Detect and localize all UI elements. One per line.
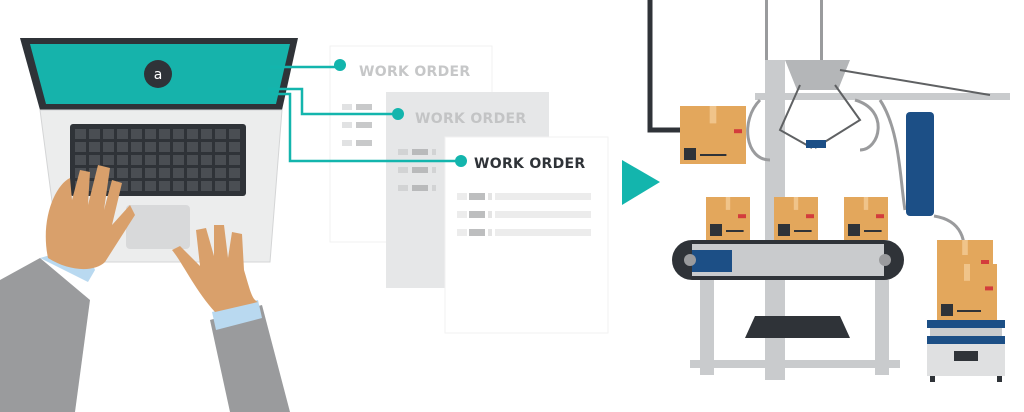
work-order-label-2: WORK ORDER	[415, 111, 527, 127]
connector-dot-1	[334, 59, 346, 71]
keyboard-key	[173, 155, 184, 165]
keyboard-key	[215, 129, 226, 139]
keyboard-key	[117, 129, 128, 139]
play-arrow-icon	[622, 160, 660, 205]
connector-dot-2	[392, 108, 404, 120]
keyboard-key	[173, 168, 184, 178]
keyboard-key	[215, 181, 226, 191]
keyboard-key	[103, 181, 114, 191]
keyboard-key	[159, 142, 170, 152]
keyboard-key	[131, 168, 142, 178]
keyboard-key	[201, 155, 212, 165]
keyboard-key	[75, 142, 86, 152]
keyboard-key	[159, 181, 170, 191]
keyboard-key	[173, 181, 184, 191]
keyboard-key	[159, 168, 170, 178]
keyboard-key	[201, 129, 212, 139]
frame-beam	[755, 93, 1010, 100]
connector-dot-3	[455, 155, 467, 167]
touchpad	[126, 205, 190, 249]
right-hand	[172, 225, 258, 312]
keyboard-key	[117, 155, 128, 165]
keyboard-key	[215, 155, 226, 165]
keyboard-key	[75, 155, 86, 165]
keyboard-key	[75, 129, 86, 139]
keyboard-key	[159, 129, 170, 139]
keyboard-key	[229, 168, 240, 178]
keyboard-key	[145, 155, 156, 165]
work-order-documents	[329, 45, 609, 334]
left-hand	[45, 165, 136, 270]
keyboard-key	[89, 129, 100, 139]
packaging-machine	[647, 0, 1010, 382]
keyboard-key	[215, 168, 226, 178]
scale-display	[954, 351, 978, 361]
keyboard-key	[187, 168, 198, 178]
keyboard-key	[117, 142, 128, 152]
keyboard-key	[103, 142, 114, 152]
keyboard-key	[89, 155, 100, 165]
keyboard-key	[229, 181, 240, 191]
keyboard-key	[145, 129, 156, 139]
keyboard-key	[215, 142, 226, 152]
keyboard-key	[145, 142, 156, 152]
keyboard-key	[201, 142, 212, 152]
keyboard-key	[229, 155, 240, 165]
work-order-label-1: WORK ORDER	[359, 64, 471, 80]
keyboard-key	[201, 168, 212, 178]
keyboard-key	[201, 181, 212, 191]
keyboard-key	[103, 129, 114, 139]
keyboard-key	[131, 155, 142, 165]
keyboard-key	[103, 155, 114, 165]
keyboard-key	[145, 168, 156, 178]
keyboard-key	[159, 155, 170, 165]
keyboard-key	[89, 142, 100, 152]
keyboard-key	[89, 168, 100, 178]
keyboard-key	[131, 129, 142, 139]
keyboard-key	[229, 129, 240, 139]
keyboard-key	[145, 181, 156, 191]
keyboard-key	[229, 142, 240, 152]
keyboard-key	[131, 142, 142, 152]
delta-robot-head	[785, 60, 850, 90]
work-order-label-3: WORK ORDER	[474, 156, 586, 172]
app-logo-icon	[144, 60, 172, 88]
keyboard-key	[187, 181, 198, 191]
svg-text:a: a	[154, 67, 163, 83]
right-arm	[172, 225, 290, 412]
keyboard-key	[173, 129, 184, 139]
keyboard-key	[187, 142, 198, 152]
boxes	[680, 106, 997, 320]
keyboard-key	[187, 155, 198, 165]
keyboard-key	[117, 181, 128, 191]
left-arm	[0, 165, 136, 412]
weighing-scale	[927, 320, 1005, 382]
keyboard-key	[117, 168, 128, 178]
keyboard-key	[131, 181, 142, 191]
connector-lines	[268, 65, 460, 163]
keyboard-key	[173, 142, 184, 152]
keyboard-key	[187, 129, 198, 139]
blue-actuator	[906, 112, 934, 216]
